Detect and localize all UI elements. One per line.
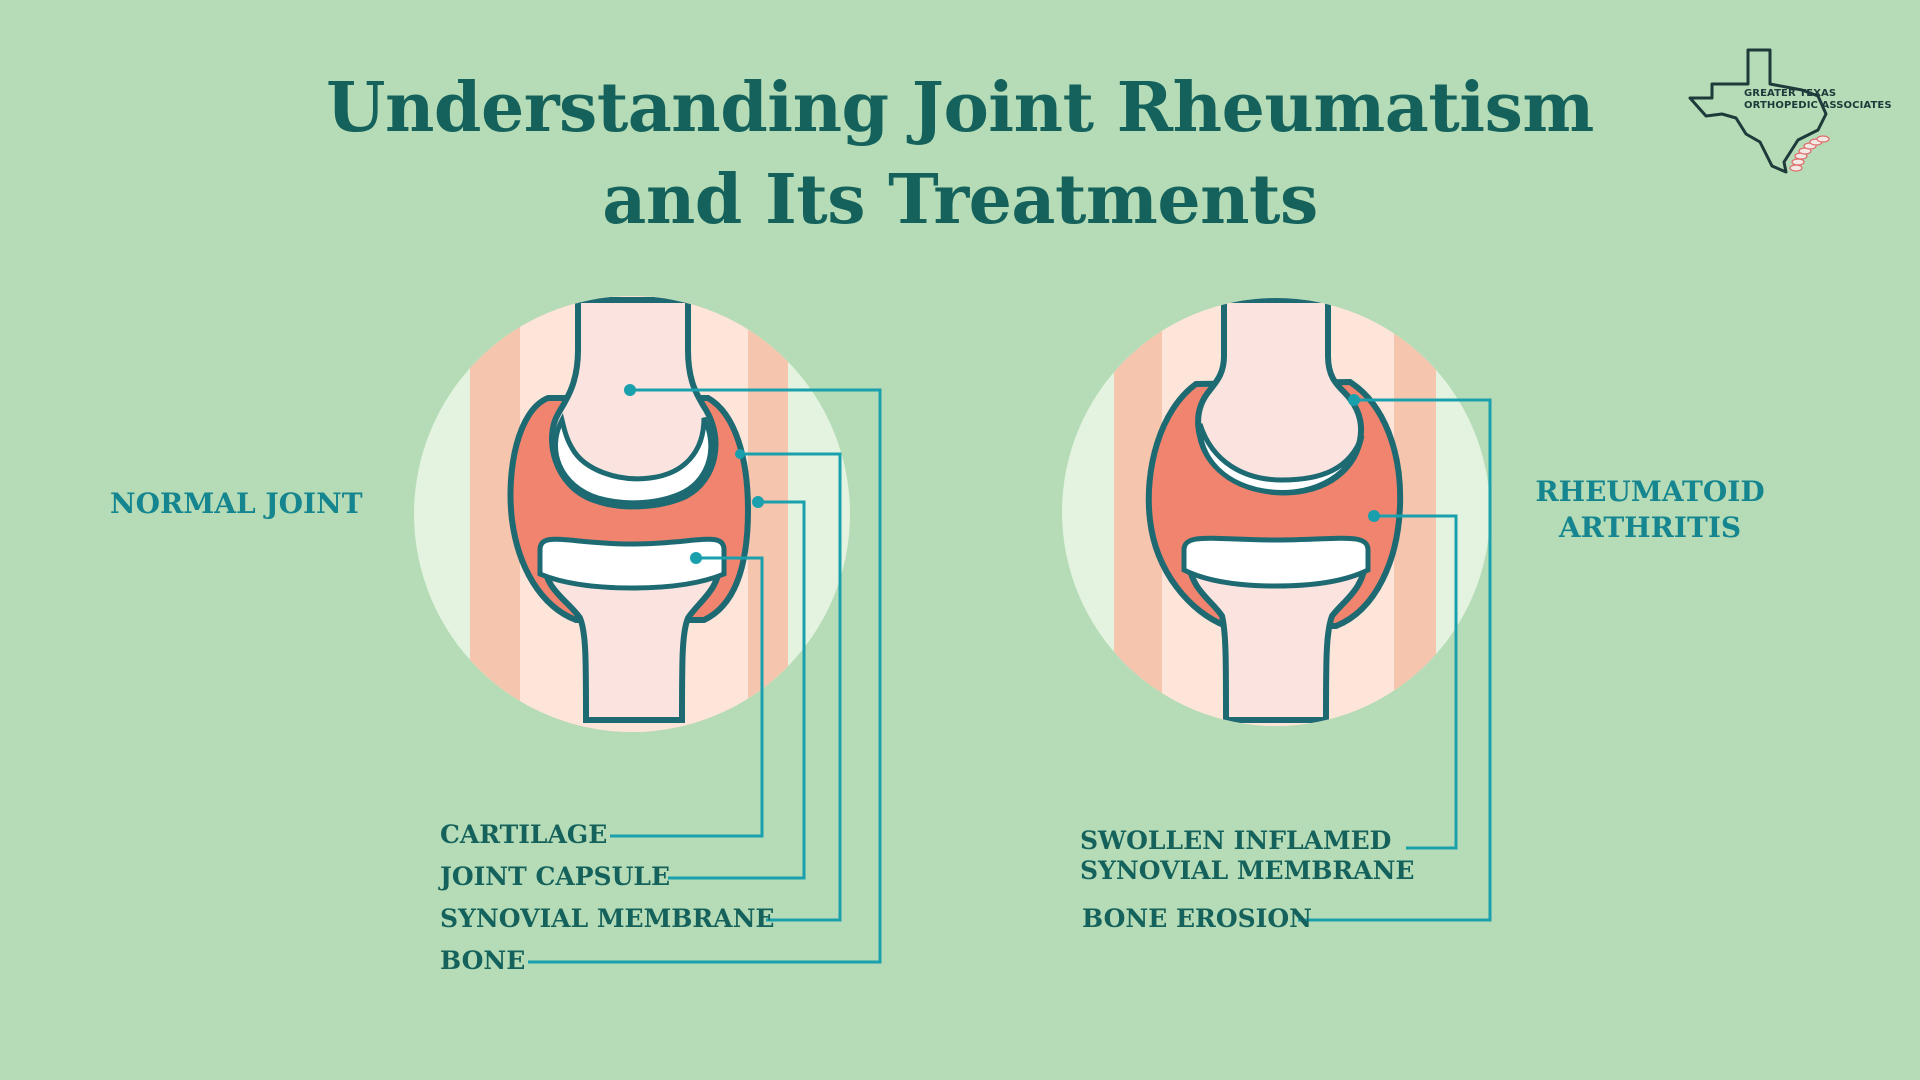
leader-bone-erosion	[1298, 398, 1492, 922]
rheumatoid-joint-illustration	[1062, 298, 1492, 922]
normal-lower-cartilage	[537, 536, 727, 591]
normal-joint-illustration	[414, 296, 882, 964]
callout-bone-erosion: BONE EROSION	[1082, 904, 1312, 933]
ra-lower-bone	[1184, 555, 1370, 723]
ra-label-line-2: ARTHRITIS	[1558, 511, 1742, 544]
leader-bone	[528, 388, 882, 964]
leader-joint-capsule	[668, 500, 806, 880]
leader-swollen-synovial	[1374, 514, 1458, 850]
normal-upper-bone	[549, 297, 719, 510]
rheumatoid-arthritis-label: RHEUMATOID ARTHRITIS	[1500, 474, 1800, 546]
page-title: Understanding Joint Rheumatism and Its T…	[0, 62, 1920, 246]
normal-upper-cartilage	[552, 413, 714, 506]
normal-lower-bone	[540, 557, 724, 723]
logo-line-1: GREATER TEXAS	[1744, 88, 1837, 99]
title-line-1: Understanding Joint Rheumatism	[326, 68, 1594, 148]
callout-synovial-membrane: SYNOVIAL MEMBRANE	[440, 904, 775, 933]
title-line-2: and Its Treatments	[602, 160, 1318, 240]
ra-lower-cartilage	[1181, 535, 1371, 589]
callout-bone: BONE	[440, 946, 526, 975]
normal-joint-label: NORMAL JOINT	[110, 487, 363, 520]
callout-swollen-synovial-membrane: SWOLLEN INFLAMED SYNOVIAL MEMBRANE	[1080, 826, 1414, 886]
ra-label-line-1: RHEUMATOID	[1535, 475, 1765, 508]
logo-text: GREATER TEXAS ORTHOPEDIC ASSOCIATES	[1744, 88, 1892, 112]
texas-map-spine-icon	[1688, 48, 1830, 174]
leader-cartilage	[610, 556, 764, 838]
logo-line-2: ORTHOPEDIC ASSOCIATES	[1744, 100, 1892, 111]
callout-swollen-line-1: SWOLLEN INFLAMED	[1080, 826, 1392, 855]
callout-swollen-line-2: SYNOVIAL MEMBRANE	[1080, 856, 1415, 885]
callout-joint-capsule: JOINT CAPSULE	[440, 862, 671, 891]
callout-cartilage: CARTILAGE	[440, 820, 608, 849]
ra-upper-cartilage	[1197, 423, 1365, 495]
leader-synovial-membrane	[740, 452, 842, 922]
